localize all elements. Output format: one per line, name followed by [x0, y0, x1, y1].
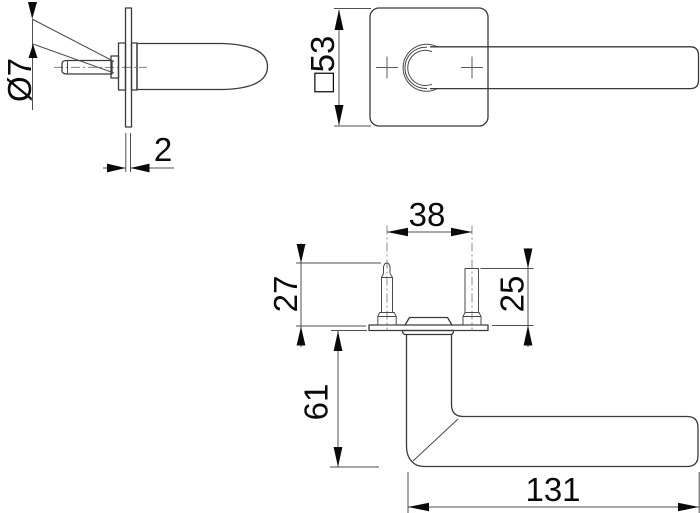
neck-ring-middle [404, 46, 428, 89]
dimension-arrow [296, 244, 306, 263]
dimension-arrow [451, 227, 472, 237]
leader-line [32, 43, 115, 74]
screw-hole-marker-left [376, 56, 398, 79]
dimension-arrow [333, 331, 343, 351]
lever-side-profile [136, 42, 269, 91]
dimension-arrow [408, 502, 429, 512]
pin-shoulder [381, 273, 393, 278]
dimension-arrow [523, 325, 533, 346]
dim-rose-thickness: 2 [103, 131, 174, 173]
dim-right-pin-length: 25 [480, 248, 534, 347]
dim-lever-length-label: 131 [525, 471, 580, 508]
dim-left-pin-length: 27 [267, 243, 381, 347]
dim-rose-thickness-label: 2 [154, 131, 172, 168]
dim-pin-spacing-label: 38 [409, 196, 446, 233]
dimension-arrow [523, 248, 533, 269]
rose-front [369, 7, 489, 127]
side-view: Ø7 2 [1, 2, 269, 173]
rose-flange-side [117, 42, 127, 91]
dimension-arrow [334, 9, 344, 30]
dim-rose-square-label: □53 [304, 36, 341, 93]
fixing-pin-left [377, 225, 397, 331]
lever-collar-side [130, 42, 138, 91]
dimension-arrow [28, 2, 37, 19]
dimension-arrow [334, 105, 344, 126]
dim-handle-depth: 61 [298, 330, 379, 468]
dim-handle-depth-label: 61 [298, 384, 335, 421]
top-view: 38 27 25 61 [267, 196, 700, 513]
dim-right-pin-length-label: 25 [494, 276, 531, 313]
neck-ring-outer [402, 43, 438, 92]
lever-top-outline [405, 334, 699, 468]
dimension-arrow [387, 227, 408, 237]
dim-spindle-diameter: Ø7 [1, 2, 115, 110]
dimension-arrow [678, 502, 699, 512]
dimension-arrow [107, 163, 126, 173]
spindle-boss [404, 316, 453, 326]
front-view: □53 [304, 7, 700, 127]
fixing-pin-right [462, 225, 482, 331]
dim-left-pin-length-label: 27 [267, 276, 304, 313]
dim-spindle-diameter-label: Ø7 [1, 58, 38, 102]
dimension-arrow [130, 163, 150, 173]
leader-line [31, 18, 115, 62]
dimension-arrow [296, 326, 306, 346]
neck-ring-inner [407, 49, 433, 86]
lever-front [430, 46, 700, 90]
dim-lever-length: 131 [407, 471, 700, 513]
pin-tip [383, 262, 391, 274]
neck-collar [401, 329, 455, 336]
lever-miter-edge [412, 418, 459, 462]
dim-rose-square: □53 [304, 8, 371, 127]
dimension-arrow [28, 44, 38, 58]
dimension-arrow [333, 447, 343, 467]
dim-pin-spacing: 38 [387, 196, 472, 237]
spindle [61, 59, 113, 75]
screw-hole-marker-right [461, 56, 483, 79]
